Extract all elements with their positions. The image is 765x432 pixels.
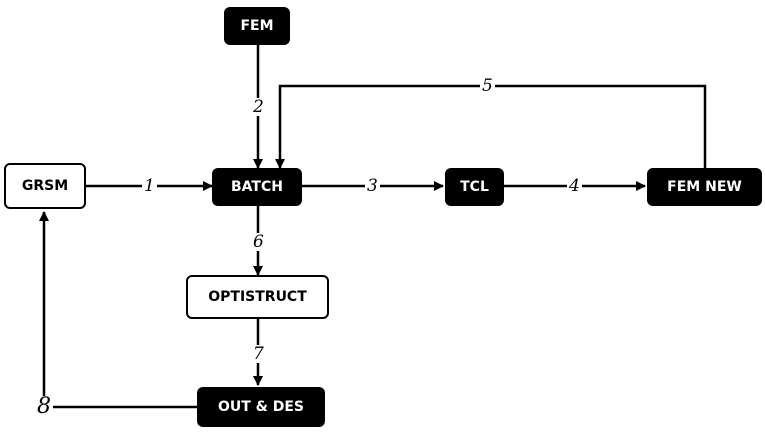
node-optistruct: OPTISTRUCT [186, 275, 329, 319]
node-fem: FEM [224, 7, 290, 45]
edge-label-8: 8 [35, 394, 53, 419]
edge-8-line [39, 211, 197, 409]
edge-label-4: 4 [567, 176, 582, 196]
node-batch: BATCH [212, 168, 302, 206]
node-tcl: TCL [445, 168, 504, 206]
edge-label-1: 1 [142, 176, 157, 196]
node-grsm: GRSM [4, 163, 86, 209]
edge-label-6: 6 [251, 232, 266, 252]
edge-label-3: 3 [365, 176, 380, 196]
edge-label-7: 7 [251, 344, 266, 364]
edge-label-5: 5 [480, 76, 495, 96]
edge-5-line [275, 84, 707, 169]
edge-label-2: 2 [251, 97, 266, 117]
node-fem-new: FEM NEW [647, 168, 762, 206]
node-out-des: OUT & DES [197, 387, 325, 427]
